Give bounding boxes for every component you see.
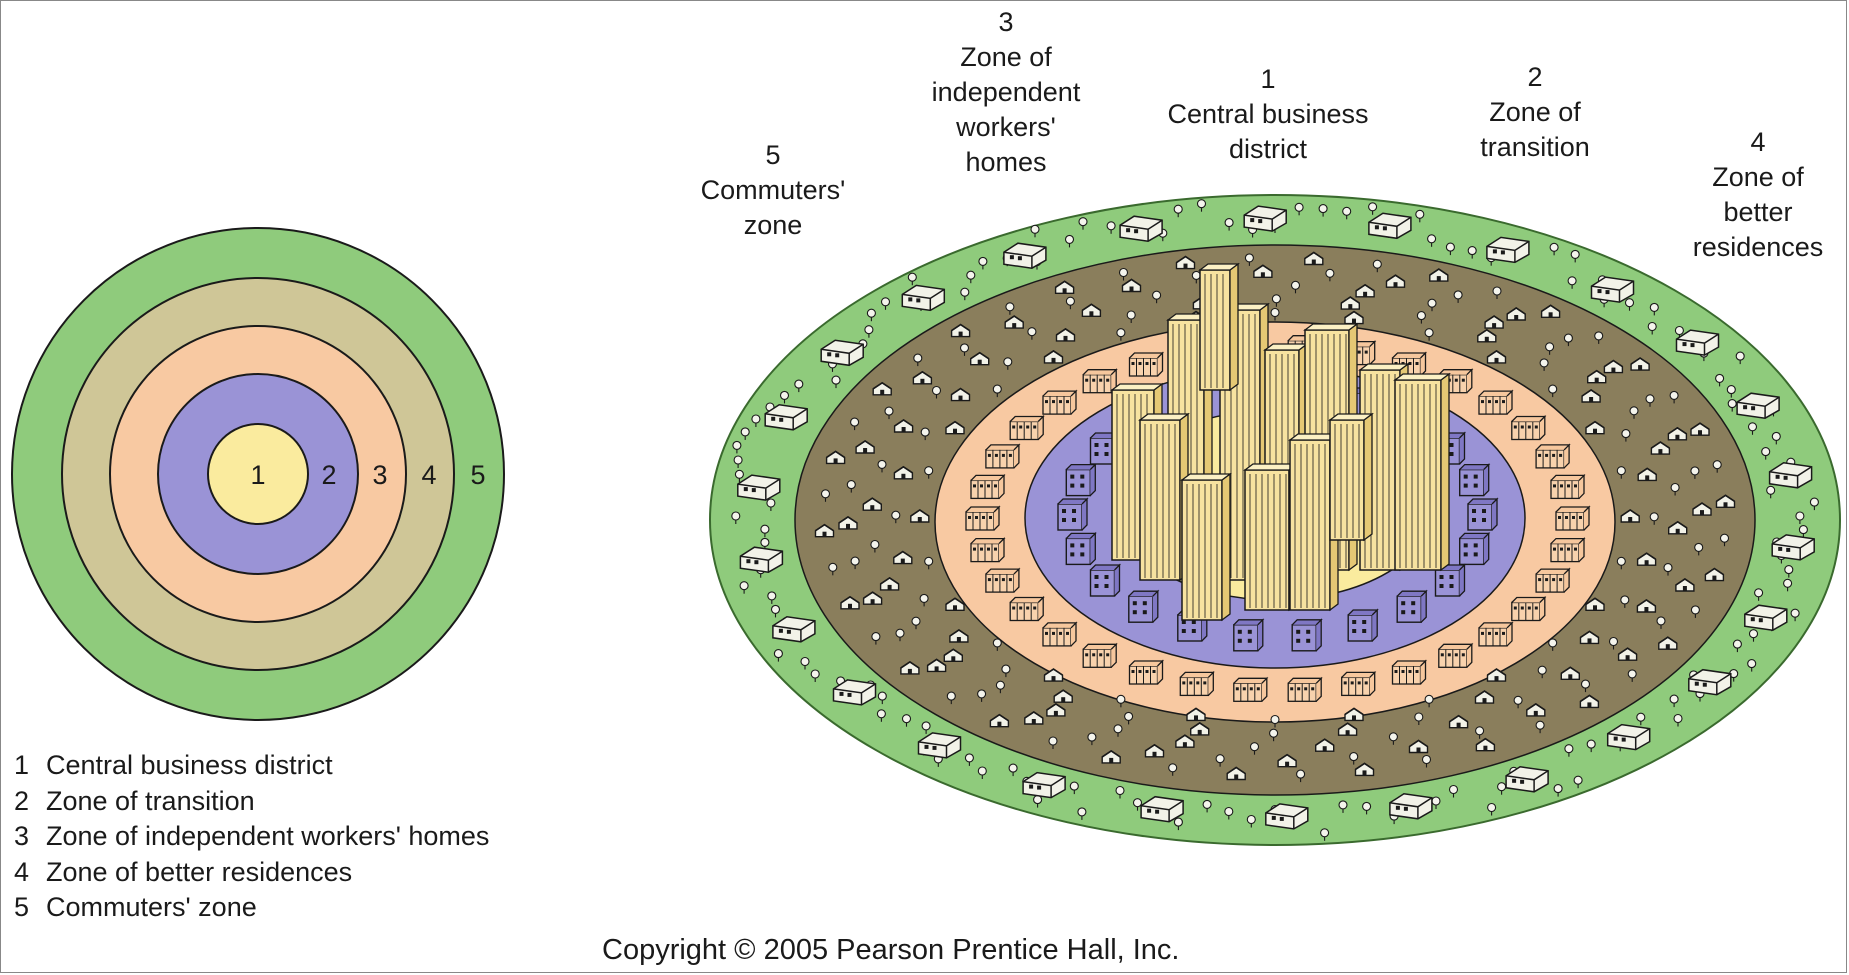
legend-text: Zone of better residences (46, 856, 353, 887)
zone-5-line: zone (743, 210, 803, 240)
row-house-icon (1438, 643, 1473, 668)
zone-1-line: district (1228, 134, 1308, 164)
row-house-icon (1179, 671, 1214, 697)
row-house-icon (1042, 622, 1077, 647)
tenement-icon (1396, 590, 1427, 623)
row-house-icon (1535, 568, 1570, 593)
tenement-icon (1291, 619, 1322, 652)
tenement-icon (1065, 532, 1097, 566)
tenement-icon (1458, 532, 1490, 566)
zone-3-line: workers' (956, 112, 1056, 142)
zone-2-line: transition (1480, 132, 1590, 162)
skyscraper-icon (1198, 262, 1240, 392)
row-house-icon (1511, 415, 1546, 441)
row-house-icon (1478, 622, 1513, 647)
row-house-icon (1009, 415, 1044, 441)
legend-item: 3 Zone of independent workers' homes (14, 819, 489, 855)
row-house-icon (1550, 537, 1585, 563)
row-house-icon (1555, 506, 1590, 531)
zone-5-number: 5 (765, 140, 781, 170)
zone-4-line: better (1723, 197, 1793, 227)
legend-item: 4 Zone of better residences (14, 855, 489, 891)
row-house-icon (1535, 444, 1570, 469)
row-house-icon (985, 568, 1020, 593)
zone-3-line: homes (965, 147, 1047, 177)
legend-number: 1 (14, 750, 30, 780)
zone-legend: 1 Central business district 2 Zone of tr… (14, 748, 489, 926)
row-house-icon (1478, 390, 1513, 415)
zone-3-number: 3 (998, 7, 1014, 37)
ring-zone-1 (207, 423, 309, 525)
ring-label-4: 4 (421, 460, 436, 490)
ring-label-1: 1 (250, 460, 265, 490)
zone-5-line: Commuters' (700, 175, 846, 205)
row-house-icon (1233, 677, 1268, 702)
row-house-icon (985, 444, 1020, 469)
zone-4-line: Zone of (1712, 162, 1804, 192)
row-house-icon (1128, 660, 1164, 685)
zone-4-line: residences (1692, 232, 1824, 262)
zone-1-number: 1 (1260, 64, 1276, 94)
legend-item: 5 Commuters' zone (14, 890, 489, 926)
tenement-icon (1458, 463, 1490, 497)
legend-number: 5 (14, 892, 30, 922)
tenement-icon (1347, 609, 1378, 642)
legend-item: 1 Central business district (14, 748, 489, 784)
copyright-notice: Copyright © 2005 Pearson Prentice Hall, … (602, 934, 1180, 966)
skyscraper-icon (1180, 472, 1232, 622)
row-house-icon (1128, 352, 1164, 377)
zone-2-line: Zone of (1489, 97, 1581, 127)
aerial-label-zone-3: 3 Zone of independent workers' homes (932, 5, 1081, 180)
zone-4-number: 4 (1750, 127, 1766, 157)
legend-text: Zone of independent workers' homes (46, 821, 490, 851)
row-house-icon (1550, 474, 1585, 500)
skyscraper-icon (1138, 412, 1190, 582)
row-house-icon (1287, 677, 1322, 702)
aerial-label-zone-5: 5 Commuters' zone (701, 138, 846, 243)
tenement-icon (1467, 498, 1498, 531)
cbd-skyscrapers (1110, 262, 1451, 622)
aerial-city-illustration (709, 194, 1841, 846)
skyscraper-icon (1393, 372, 1451, 572)
row-house-icon (1511, 596, 1546, 622)
ring-label-2: 2 (321, 460, 336, 490)
row-house-icon (1391, 660, 1427, 685)
zone-2-number: 2 (1527, 62, 1543, 92)
aerial-label-zone-1: 1 Central business district (1167, 62, 1368, 167)
ring-label-5: 5 (470, 460, 485, 490)
row-house-icon (970, 474, 1005, 500)
row-house-icon (965, 506, 1000, 531)
zone-3-line: Zone of (960, 42, 1052, 72)
row-house-icon (1341, 671, 1376, 697)
aerial-label-zone-4: 4 Zone of better residences (1693, 125, 1824, 265)
tenement-icon (1057, 498, 1088, 531)
zone-3-line: independent (931, 77, 1081, 107)
row-house-icon (1042, 390, 1077, 415)
tenement-icon (1089, 564, 1121, 597)
skyscraper-icon (1328, 412, 1374, 542)
row-house-icon (1082, 643, 1117, 668)
legend-text: Central business district (46, 750, 333, 780)
legend-item: 2 Zone of transition (14, 784, 489, 820)
tenement-icon (1233, 619, 1264, 652)
zone-1-line: Central business (1167, 99, 1369, 129)
legend-text: Zone of transition (46, 785, 255, 816)
tenement-icon (1128, 590, 1159, 623)
legend-number: 4 (14, 856, 30, 887)
legend-number: 3 (14, 821, 30, 851)
tenement-icon (1065, 463, 1097, 497)
skyscraper-icon (1243, 462, 1299, 612)
ring-label-3: 3 (372, 460, 387, 490)
concentric-zone-diagram: 1 2 3 4 5 (11, 227, 505, 721)
row-house-icon (970, 537, 1005, 563)
legend-text: Commuters' zone (46, 892, 257, 922)
legend-number: 2 (14, 785, 30, 816)
row-house-icon (1009, 596, 1044, 622)
aerial-label-zone-2: 2 Zone of transition (1480, 60, 1590, 165)
